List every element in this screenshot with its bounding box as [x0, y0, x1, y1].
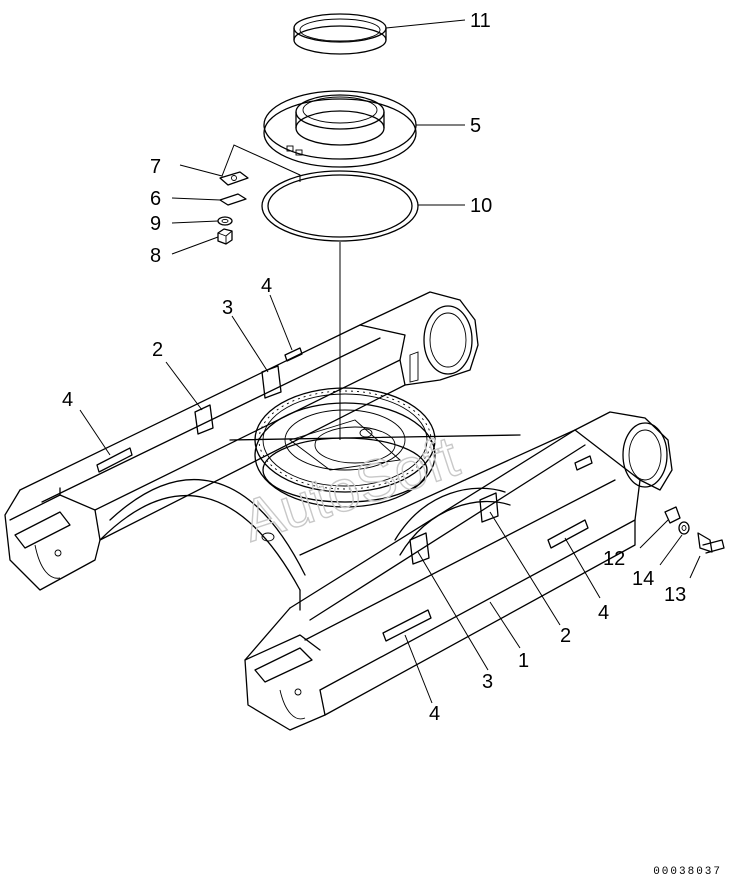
callout-11: 11	[470, 10, 491, 32]
callout-2-bottom: 2	[560, 625, 571, 647]
callout-4-right: 4	[598, 602, 609, 624]
callout-10: 10	[470, 195, 492, 217]
callout-13: 13	[664, 584, 686, 606]
seal-ring-part-11	[293, 13, 387, 55]
callout-14: 14	[632, 568, 654, 590]
swing-circle	[254, 387, 436, 508]
callout-5: 5	[470, 115, 481, 137]
callout-labels: 11 5 7 6 9 8 10 4 3 2 4 12 14 13 2 4 1 3…	[62, 10, 686, 725]
callout-1: 1	[518, 650, 529, 672]
callout-8: 8	[150, 245, 161, 267]
callout-4-left: 4	[62, 389, 73, 411]
ring-cover-part-5	[263, 90, 417, 168]
watermark: AutoSoft	[235, 424, 467, 555]
small-parts	[217, 171, 249, 245]
callout-4-bottom: 4	[429, 703, 440, 725]
callout-3-bottom: 3	[482, 671, 493, 693]
leader-lines	[79, 19, 701, 704]
callout-4-top: 4	[261, 275, 272, 297]
callout-9: 9	[150, 213, 161, 235]
document-number: 00038037	[653, 866, 722, 878]
o-ring-part-10	[261, 170, 419, 242]
callout-3-top: 3	[222, 297, 233, 319]
callout-7: 7	[150, 156, 161, 178]
callout-12: 12	[603, 548, 625, 570]
callout-2-top: 2	[152, 339, 163, 361]
callout-6: 6	[150, 188, 161, 210]
bolt-assembly	[664, 506, 725, 554]
